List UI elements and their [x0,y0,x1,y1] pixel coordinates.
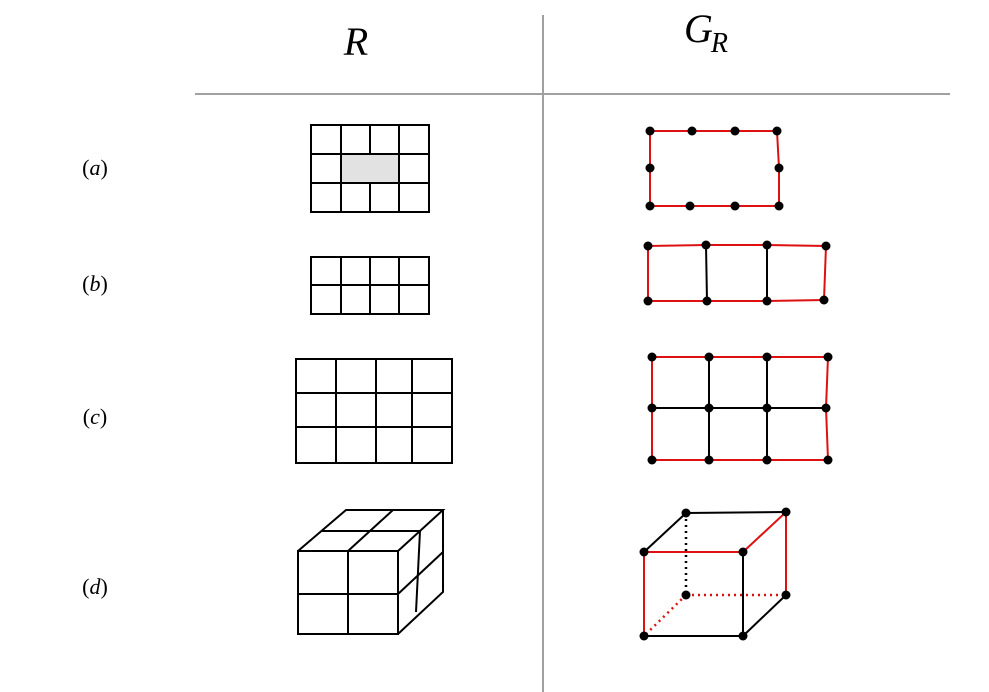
column-header-gr-main: G [684,6,713,51]
graph-b-vertices [643,240,831,306]
region-a-shaded-cell [341,154,399,183]
graph-a-vertices [645,126,784,211]
column-header-r: R [343,19,368,64]
row-label-a: (a) [82,155,108,180]
region-d-cube [297,509,446,635]
graph-a [645,126,784,211]
graph-a-cycle-edges [649,130,780,207]
graph-c [647,352,833,465]
graph-c-vertices [647,352,833,465]
graph-d [639,507,791,641]
row-label-b: (b) [82,271,108,296]
region-c-grid [295,358,453,464]
graph-b-boundary-edges [647,244,828,302]
graph-c-inner-edges [652,357,826,460]
graph-d-vertices [639,507,791,641]
graph-b-inner-edges [705,244,768,302]
row-label-c: (c) [83,404,107,429]
row-label-d: (d) [82,574,108,599]
region-a-grid [310,124,430,213]
region-b-grid [310,256,430,315]
graph-d-hidden-red-edges [643,593,786,637]
graph-d-red-edges [643,509,787,636]
graph-b [643,240,831,306]
column-header-gr-sub: R [710,28,728,59]
column-header-gr: GR [684,6,728,59]
